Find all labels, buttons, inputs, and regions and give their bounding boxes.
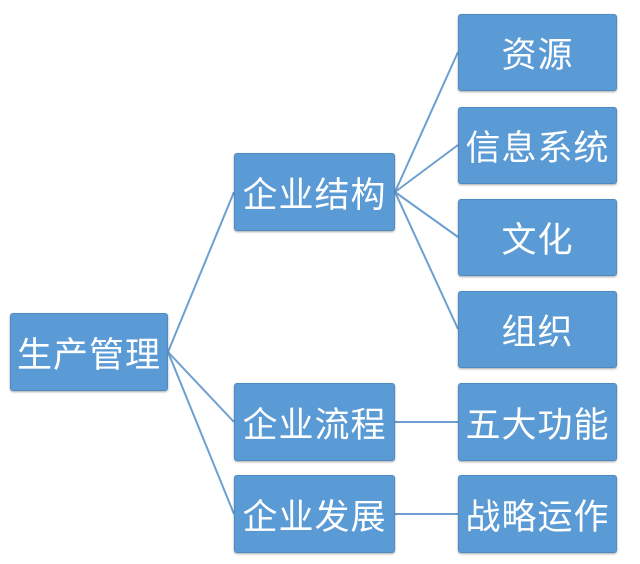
node-strategic-operation: 战略运作 <box>458 475 617 553</box>
node-process: 企业流程 <box>234 383 395 461</box>
node-organization: 组织 <box>458 291 617 368</box>
node-resources: 资源 <box>458 14 617 91</box>
connector-root-structure <box>167 191 235 353</box>
node-five-functions: 五大功能 <box>458 383 617 461</box>
node-root: 生产管理 <box>10 313 168 391</box>
connector-root-development <box>167 351 235 515</box>
connector-root-process <box>167 351 235 423</box>
connector-structure-resources <box>394 51 459 193</box>
connector-structure-infosystem <box>394 144 459 193</box>
node-information-system: 信息系统 <box>458 107 617 184</box>
node-culture: 文化 <box>458 199 617 276</box>
node-development: 企业发展 <box>234 475 395 553</box>
connector-structure-culture <box>394 191 459 238</box>
node-structure: 企业结构 <box>234 153 395 231</box>
connector-structure-organization <box>394 191 459 330</box>
